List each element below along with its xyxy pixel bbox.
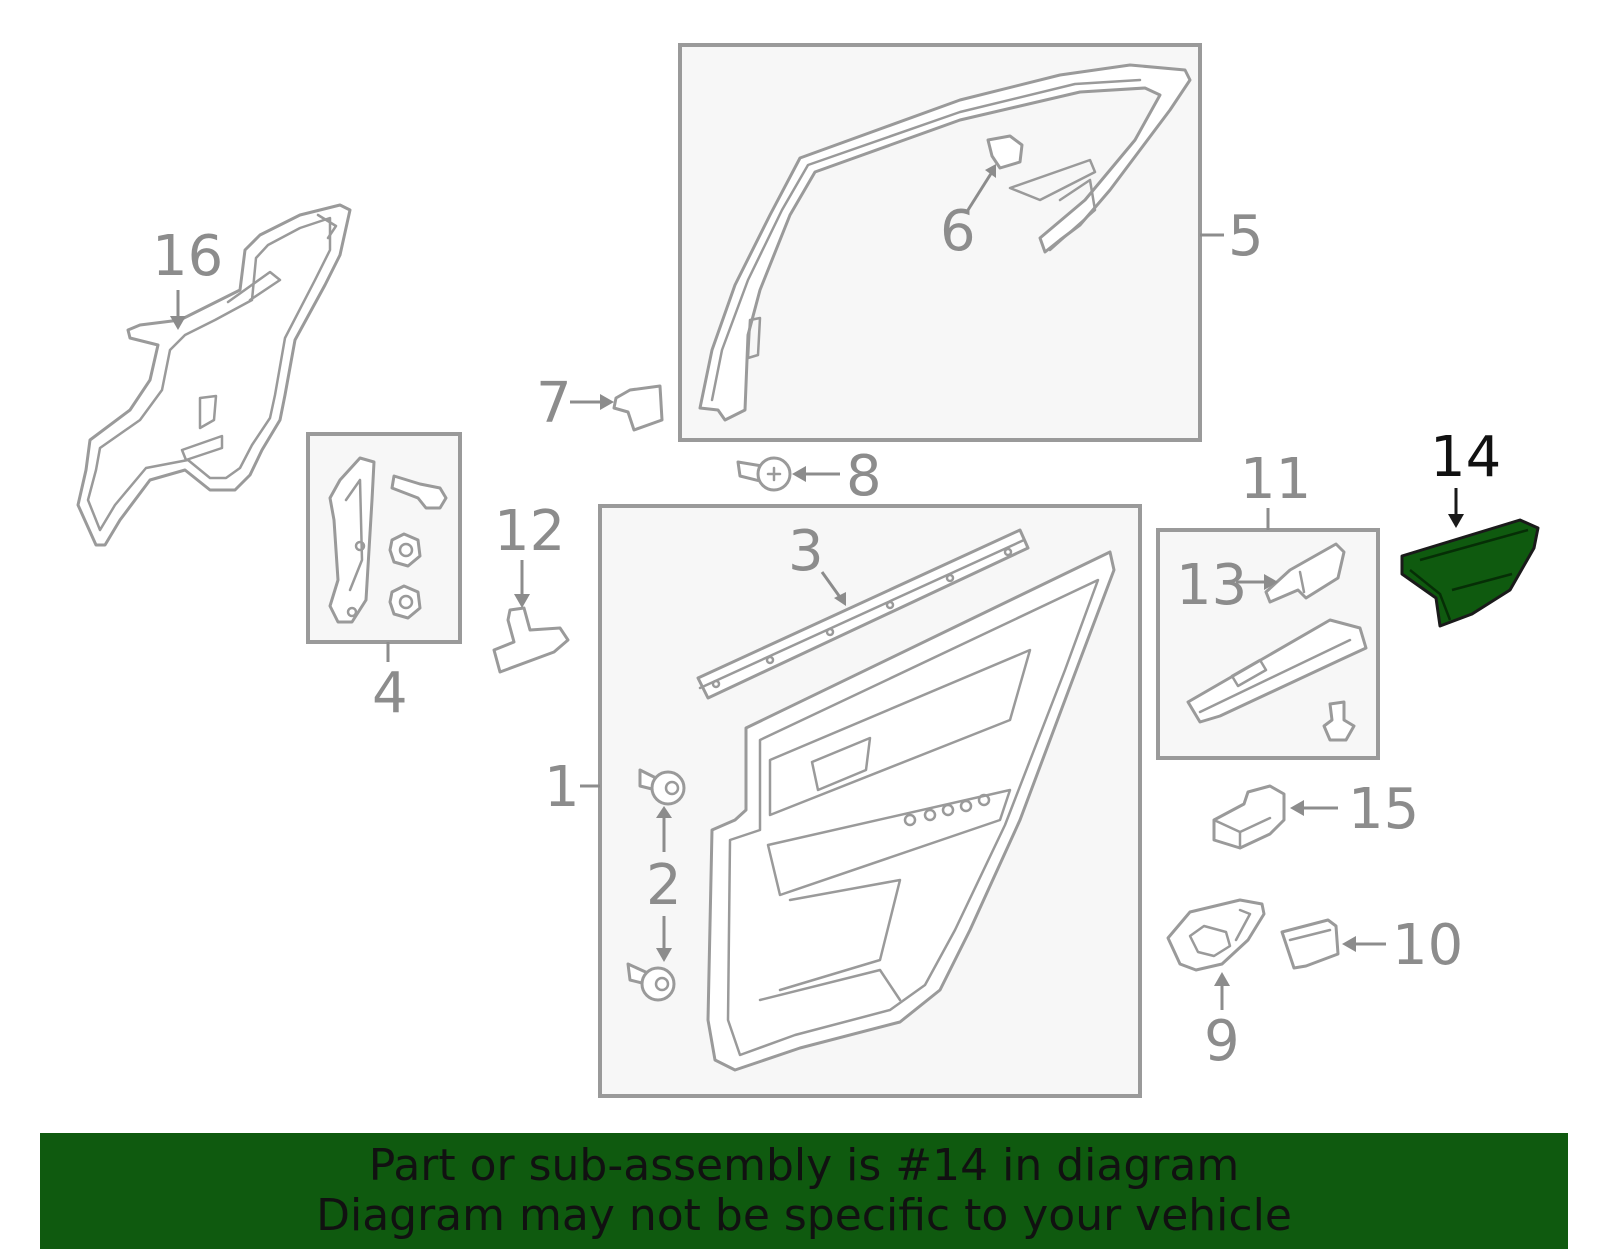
arrowhead-13 (1264, 574, 1278, 590)
part-4-bracket-set[interactable] (328, 456, 448, 624)
part-7-clip[interactable] (612, 384, 664, 432)
arrowhead-6 (985, 164, 996, 178)
part-2-clips[interactable] (626, 768, 686, 1002)
callout-2[interactable]: 2 (646, 853, 682, 918)
callout-1[interactable]: 1 (544, 755, 580, 820)
part-10-cap[interactable] (1280, 918, 1340, 970)
part-12-bracket[interactable] (492, 606, 570, 674)
callout-9[interactable]: 9 (1204, 1009, 1240, 1074)
arrowhead-2a (656, 806, 672, 818)
part-15-connector[interactable] (1212, 784, 1286, 850)
arrowhead-8 (792, 466, 806, 482)
arrowhead-10 (1342, 936, 1356, 952)
callout-3[interactable]: 3 (788, 519, 824, 584)
callout-4[interactable]: 4 (372, 661, 408, 726)
leader-3 (820, 571, 844, 601)
arrowhead-7 (600, 394, 614, 410)
info-banner: Part or sub-assembly is #14 in diagram D… (40, 1133, 1568, 1249)
callout-7[interactable]: 7 (536, 371, 572, 436)
arrowhead-9 (1214, 972, 1230, 986)
callout-11[interactable]: 11 (1240, 447, 1311, 512)
part-3-trim-strip[interactable] (696, 528, 1030, 700)
callout-8[interactable]: 8 (846, 444, 882, 509)
part-1-door-panel[interactable] (706, 550, 1116, 1072)
callout-10[interactable]: 10 (1392, 913, 1463, 978)
arrowhead-16 (170, 316, 186, 330)
part-5-window-channel[interactable] (698, 63, 1192, 422)
arrowhead-12 (514, 594, 530, 608)
part-16-regulator[interactable] (76, 203, 352, 547)
callout-14[interactable]: 14 (1430, 425, 1501, 490)
banner-line-2: Diagram may not be specific to your vehi… (316, 1190, 1292, 1241)
callout-16[interactable]: 16 (152, 224, 223, 289)
part-8-screw[interactable] (736, 456, 792, 492)
arrowhead-14 (1448, 514, 1464, 528)
arrowhead-3 (834, 592, 846, 606)
part-9-inner-handle[interactable] (1166, 898, 1266, 972)
part-13-bracket[interactable] (1264, 542, 1346, 604)
part-14-cover[interactable] (1400, 518, 1540, 628)
part-11-switch-panel[interactable] (1186, 618, 1368, 742)
callout-6[interactable]: 6 (940, 199, 976, 264)
callout-12[interactable]: 12 (494, 499, 565, 564)
callout-5[interactable]: 5 (1228, 204, 1264, 269)
arrowhead-15 (1290, 800, 1304, 816)
callout-15[interactable]: 15 (1348, 777, 1419, 842)
leader-6 (966, 171, 994, 211)
arrowhead-2b (656, 948, 672, 962)
banner-line-1: Part or sub-assembly is #14 in diagram (368, 1140, 1240, 1191)
callout-13[interactable]: 13 (1176, 553, 1247, 618)
